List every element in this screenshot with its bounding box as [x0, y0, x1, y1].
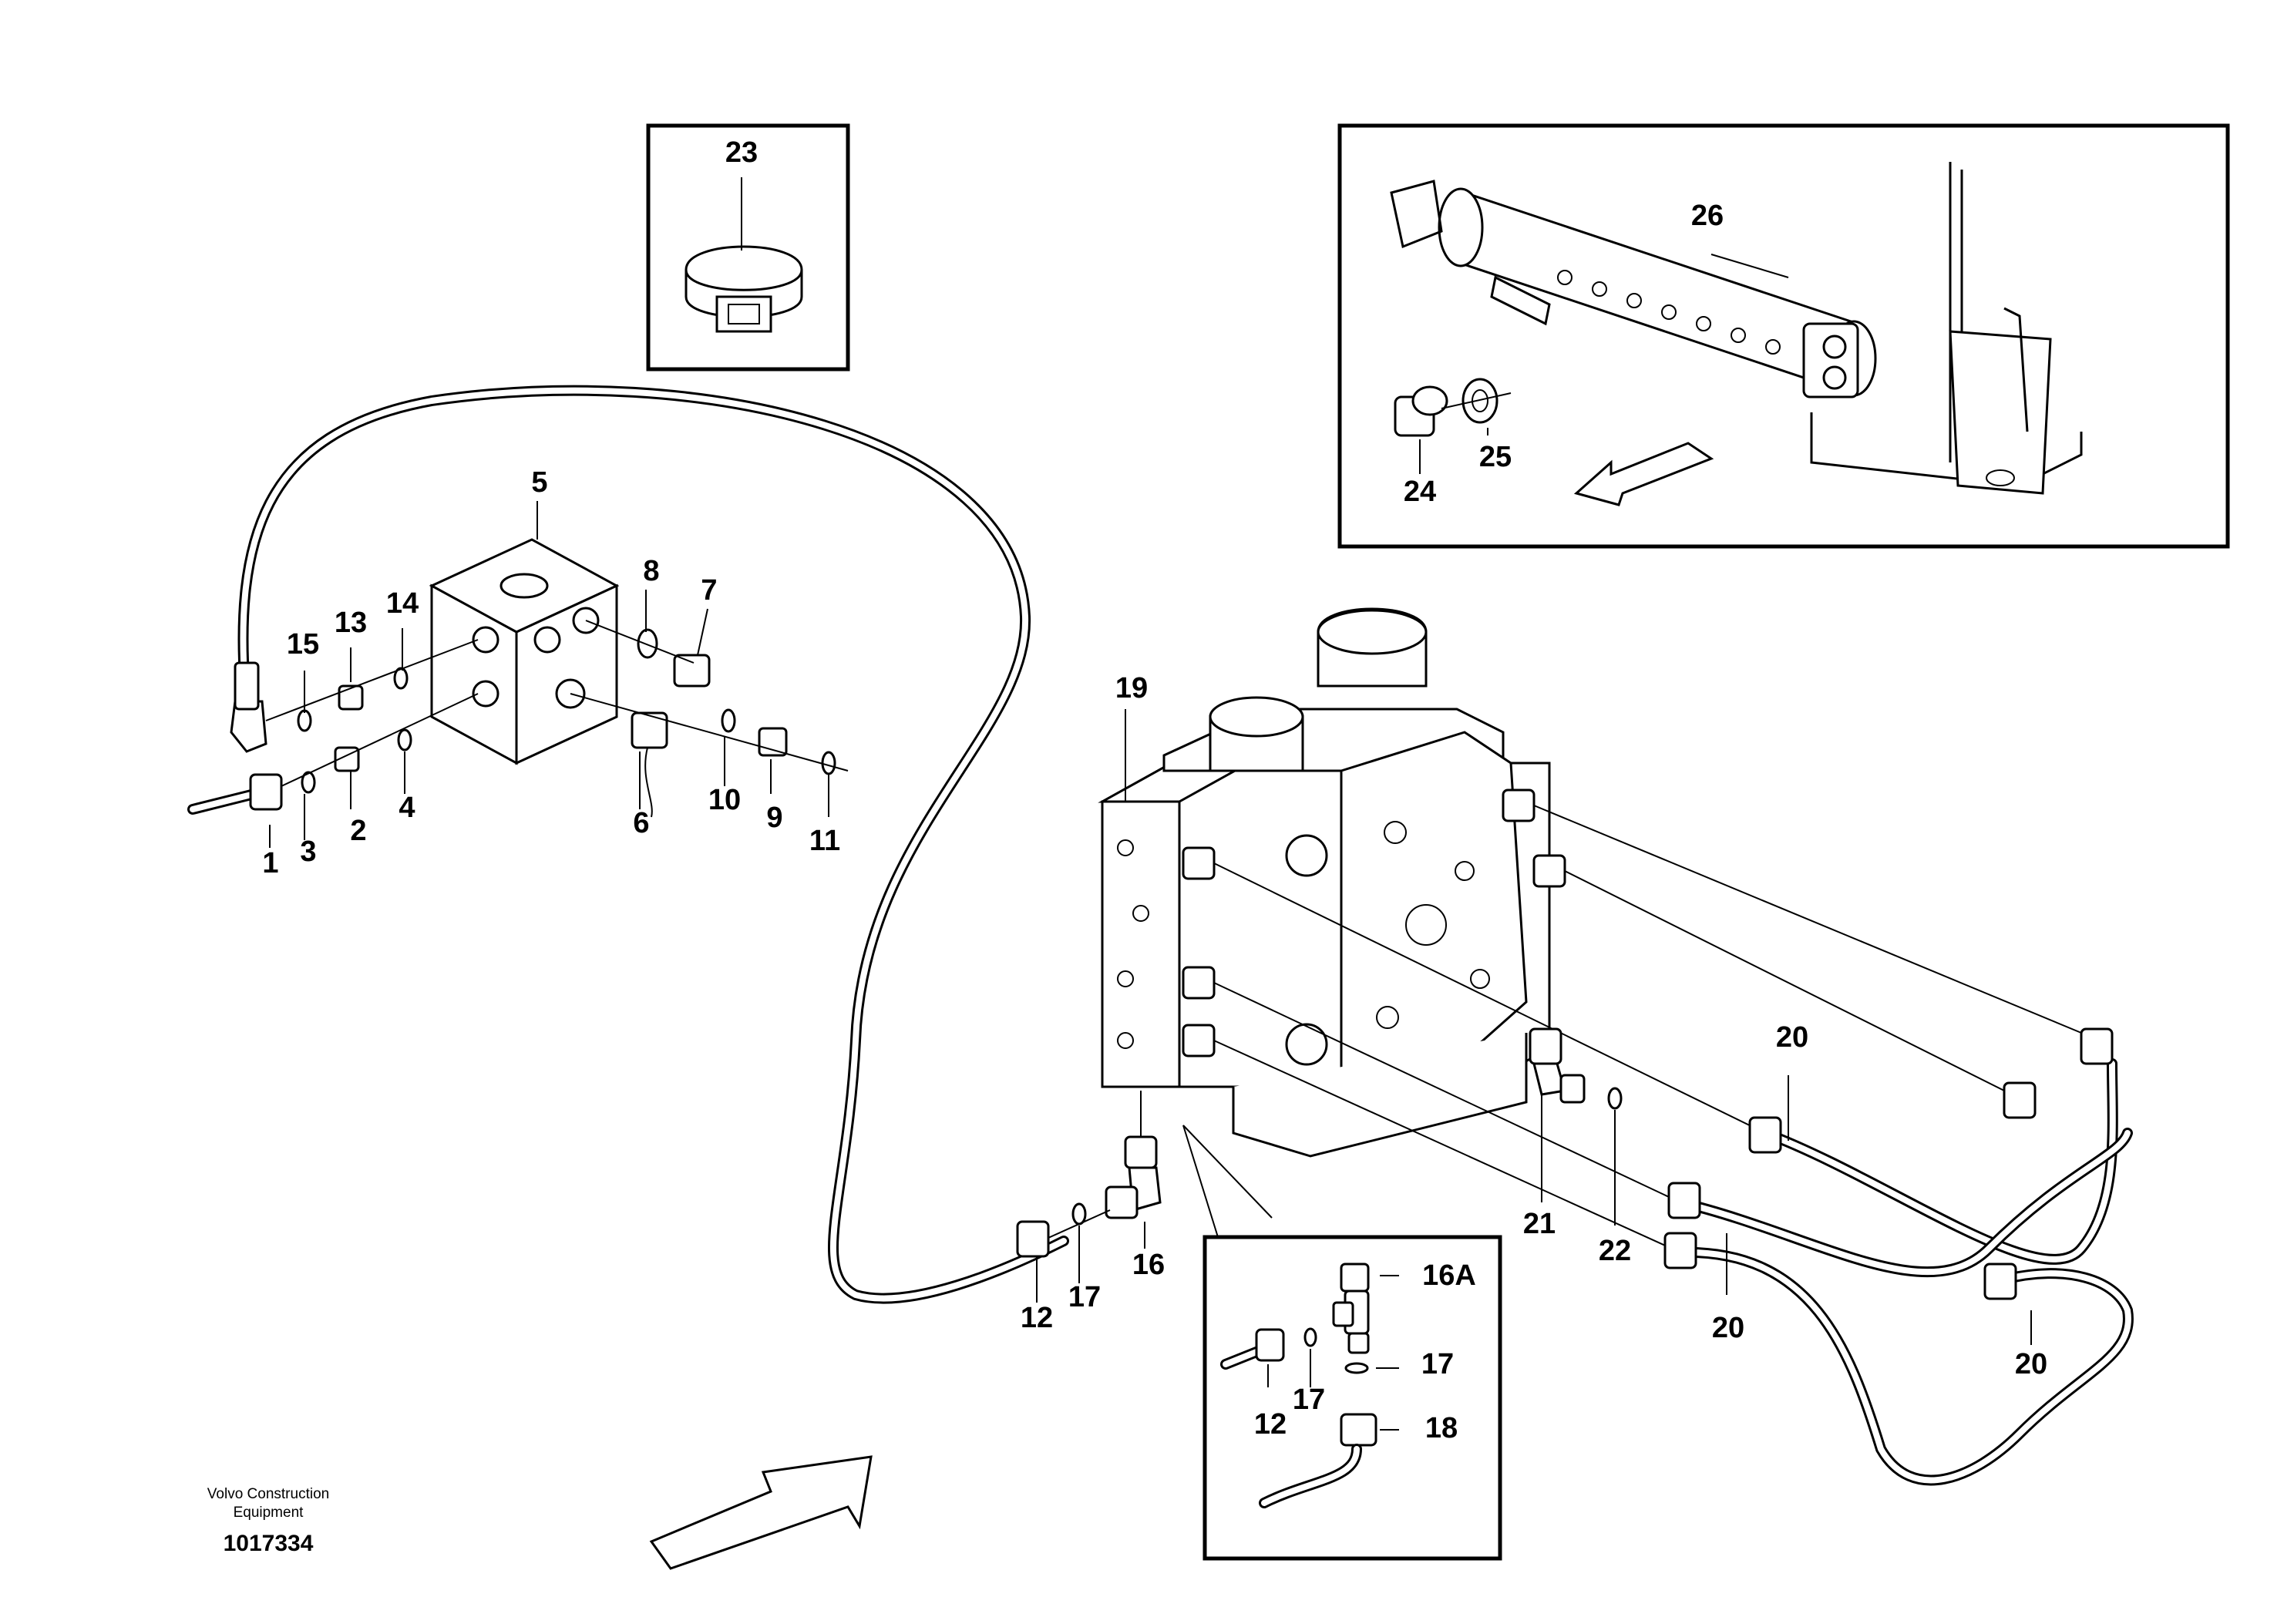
hose-end-12	[1016, 1220, 1050, 1258]
callout-3: 3	[300, 836, 316, 868]
washer-25-part	[1441, 378, 1512, 424]
plug-24-part	[1394, 385, 1448, 437]
leader-lines	[269, 501, 2032, 1431]
callout-20-a: 20	[1776, 1021, 1808, 1054]
valve-block-5	[429, 538, 620, 765]
callout-14: 14	[386, 587, 419, 620]
callout-1: 1	[262, 847, 278, 879]
callout-16A: 16A	[1422, 1259, 1476, 1292]
inset-distributor-26	[1337, 123, 2230, 549]
callout-19: 19	[1115, 672, 1148, 704]
direction-arrow-icon	[1573, 442, 1714, 506]
footer: Volvo Construction Equipment 1017334	[207, 1486, 329, 1556]
brand-line-2: Equipment	[234, 1505, 304, 1521]
callout-21: 21	[1523, 1208, 1556, 1240]
callout-12-a: 12	[1021, 1302, 1053, 1334]
hose-20-c	[1663, 1232, 2134, 1486]
callout-25: 25	[1479, 441, 1512, 473]
distributor-tube-part	[1390, 162, 2083, 495]
callout-6: 6	[633, 807, 649, 839]
callout-22: 22	[1599, 1235, 1631, 1267]
callout-4: 4	[399, 792, 415, 824]
elbow-16	[1032, 1091, 1162, 1246]
callout-9: 9	[766, 802, 782, 834]
callout-16: 16	[1132, 1249, 1165, 1281]
left-fittings	[265, 639, 479, 794]
control-valve-19	[1098, 607, 1566, 1158]
hose-lines-20	[1213, 805, 2082, 1253]
callout-20-c: 20	[2015, 1348, 2047, 1380]
callout-labels: 23 26 25 24 5 8 7 14 13 15 19 10 4 2 6 9…	[262, 136, 2047, 1444]
callout-12-b: 12	[1254, 1408, 1287, 1441]
callout-18: 18	[1425, 1412, 1458, 1444]
callout-17-a: 17	[1068, 1281, 1101, 1313]
tee-fitting-16A-part	[1220, 1263, 1377, 1508]
hose-20-a	[1748, 1027, 2118, 1265]
callout-20-b: 20	[1712, 1312, 1744, 1344]
callout-17-c: 17	[1293, 1384, 1325, 1416]
callout-7: 7	[701, 574, 717, 607]
hose-20-b	[1667, 1128, 2133, 1278]
brand-line-1: Volvo Construction	[207, 1486, 329, 1502]
callout-26: 26	[1691, 200, 1724, 232]
hose-clamp-part	[684, 245, 803, 333]
callout-5: 5	[531, 466, 547, 499]
hose-elbow-15	[230, 661, 267, 753]
callout-8: 8	[643, 555, 659, 587]
callout-15: 15	[287, 628, 319, 661]
inset-fitting-16A	[1182, 1125, 1502, 1561]
drawing-id: 1017334	[224, 1531, 314, 1556]
callout-17-b: 17	[1421, 1348, 1454, 1380]
callout-13: 13	[335, 607, 367, 639]
callout-11: 11	[809, 825, 840, 857]
elbow-21	[1529, 1027, 1623, 1110]
callout-10: 10	[708, 784, 741, 816]
hose-end-1	[187, 773, 283, 815]
right-block-fittings	[570, 620, 849, 818]
callout-23: 23	[725, 136, 758, 169]
long-hose	[237, 385, 1069, 1304]
inset-clamp-23	[646, 123, 850, 372]
callout-2: 2	[350, 815, 366, 847]
direction-arrow-icon	[649, 1455, 873, 1570]
callout-24: 24	[1404, 476, 1436, 508]
